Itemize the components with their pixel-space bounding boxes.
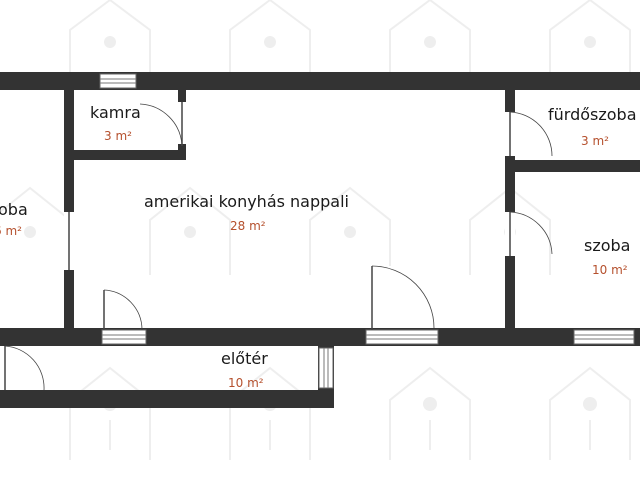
window-vestibule-right xyxy=(318,347,334,389)
house-info-icon xyxy=(549,0,631,75)
house-info-icon xyxy=(149,186,231,275)
room-name-nappali: amerikai konyhás nappali xyxy=(144,192,349,211)
door-szoba xyxy=(505,211,553,256)
wall-kamra-bottom xyxy=(64,150,186,160)
room-name-left: oba xyxy=(0,200,28,219)
door-entrance xyxy=(0,345,45,391)
wall-bathroom-bottom xyxy=(505,160,640,172)
window-kamra-top xyxy=(99,73,137,89)
door-nappali-right xyxy=(370,265,435,330)
room-area-furdoszoba: 3 m² xyxy=(581,134,609,148)
wall-middle xyxy=(0,328,640,346)
room-name-eloter: előtér xyxy=(221,349,268,368)
house-info-icon xyxy=(389,0,471,75)
windows xyxy=(99,73,635,389)
wall-bottom xyxy=(0,390,334,408)
door-left-room xyxy=(64,212,74,270)
room-area-eloter: 10 m² xyxy=(228,376,264,390)
house-info-icon xyxy=(389,366,471,460)
room-name-kamra: kamra xyxy=(90,103,141,122)
room-area-kamra: 3 m² xyxy=(104,129,132,143)
window-szoba-bottom xyxy=(573,329,635,345)
room-area-nappali: 28 m² xyxy=(230,219,266,233)
doors xyxy=(0,102,553,391)
window-middle-right xyxy=(365,329,439,345)
wall-kamra-left xyxy=(64,90,74,158)
door-bathroom xyxy=(505,111,553,157)
house-info-icon xyxy=(229,0,311,75)
house-info-icon xyxy=(309,186,391,275)
room-name-szoba: szoba xyxy=(584,236,631,255)
house-info-icon xyxy=(69,366,151,460)
door-nappali-bottom xyxy=(100,288,143,331)
house-info-icon xyxy=(549,366,631,460)
wall-top xyxy=(0,72,640,90)
room-name-furdoszoba: fürdőszoba xyxy=(548,105,637,124)
house-info-icon xyxy=(69,0,151,75)
room-area-left: 6 m² xyxy=(0,224,22,238)
door-kamra xyxy=(139,102,186,147)
window-nappali-bottom xyxy=(101,329,147,345)
room-area-szoba: 10 m² xyxy=(592,263,628,277)
